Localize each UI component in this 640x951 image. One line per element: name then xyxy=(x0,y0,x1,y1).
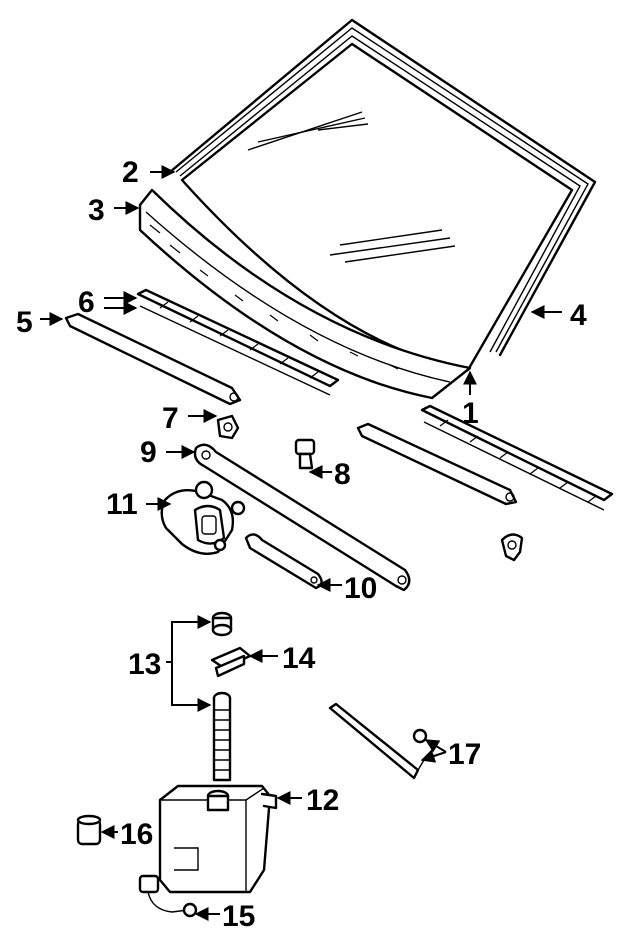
pivot-nut xyxy=(216,414,240,440)
washer-reservoir xyxy=(158,784,278,894)
windshield-glass xyxy=(168,18,597,372)
pivot-cap-right xyxy=(500,533,524,562)
callout-1: 1 xyxy=(462,397,479,430)
callout-3: 3 xyxy=(88,194,105,227)
callout-6: 6 xyxy=(78,286,95,319)
callout-12: 12 xyxy=(306,784,339,817)
washer-nozzle xyxy=(328,702,428,780)
pivot-shaft xyxy=(294,438,316,470)
callout-13: 13 xyxy=(128,648,161,681)
callout-9: 9 xyxy=(140,436,157,469)
callout-5: 5 xyxy=(16,306,33,339)
callout-15: 15 xyxy=(222,900,255,933)
cowl-panel xyxy=(138,188,472,400)
callout-2: 2 xyxy=(122,156,139,189)
callout-10: 10 xyxy=(344,572,377,605)
wiper-blade-right xyxy=(420,404,614,511)
callout-7: 7 xyxy=(162,402,179,435)
wiper-motor xyxy=(160,480,246,555)
callout-8: 8 xyxy=(334,458,351,491)
callout-14: 14 xyxy=(282,642,316,675)
connecting-rod xyxy=(244,533,323,590)
wiper-blade-left xyxy=(136,288,340,396)
callout-16: 16 xyxy=(120,818,153,851)
callout-11: 11 xyxy=(106,488,138,521)
callout-4: 4 xyxy=(570,299,587,332)
drive-link xyxy=(193,443,411,592)
washer-pump xyxy=(76,814,102,846)
wiper-arm-left xyxy=(64,312,242,406)
callout-17: 17 xyxy=(448,738,481,771)
wiper-arm-right xyxy=(356,422,518,506)
leader-lines xyxy=(40,165,562,921)
callout-labels: 1 2 3 4 5 6 7 8 9 10 11 12 13 14 15 16 1… xyxy=(16,156,587,933)
washer-hose xyxy=(212,691,232,782)
washer-cap xyxy=(211,611,233,637)
washer-bracket xyxy=(210,646,252,678)
